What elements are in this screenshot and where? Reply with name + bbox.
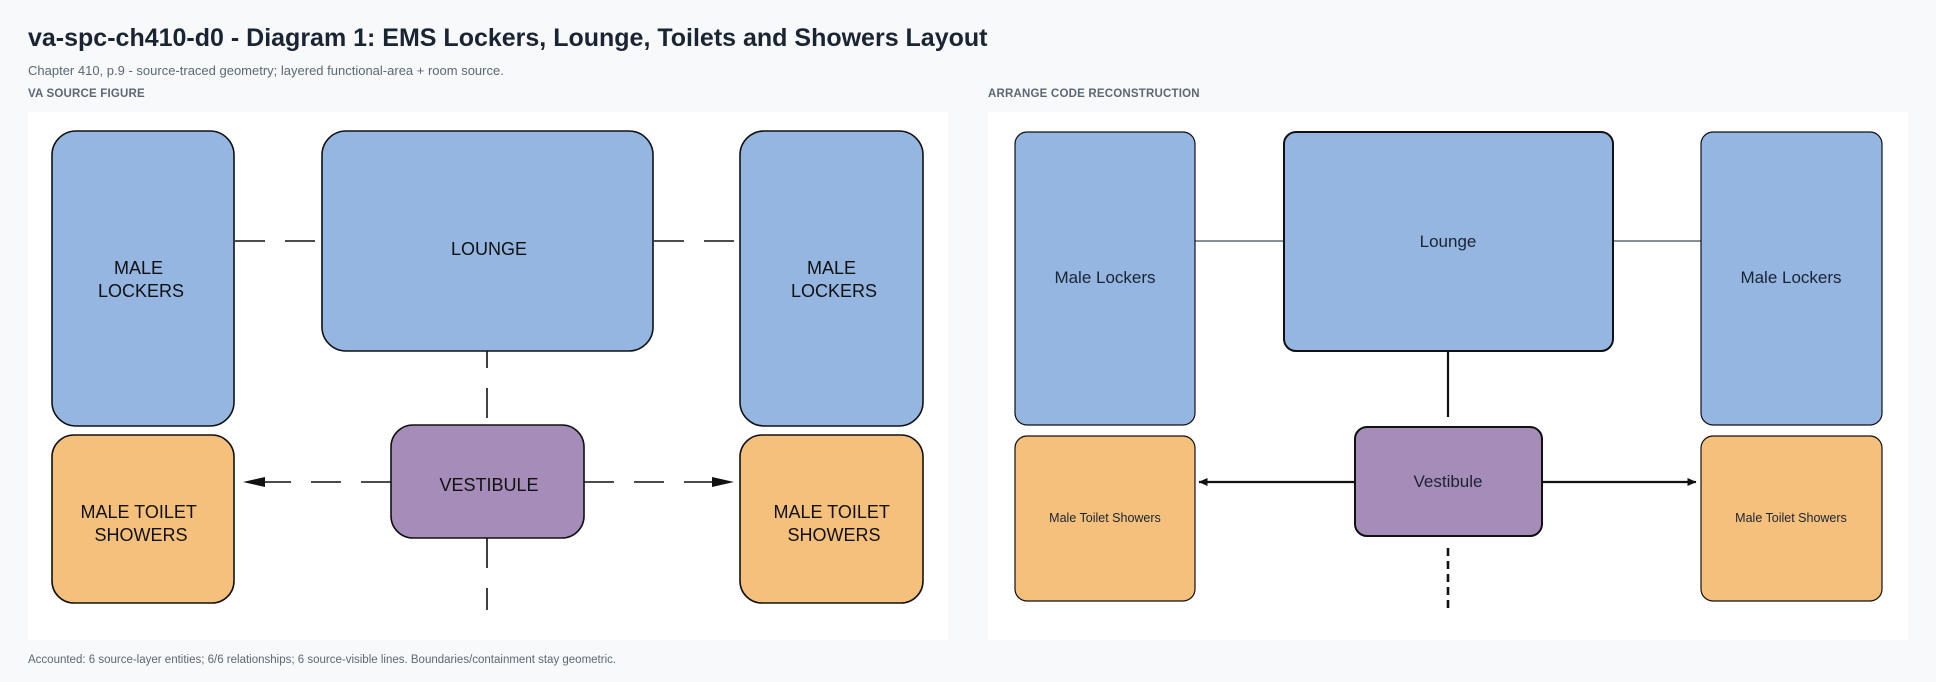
recon-label-toilet-left: Male Toilet Showers [1049, 511, 1161, 525]
recon-room-male-toilet-left [1014, 435, 1196, 602]
reconstruction-panel: Male Lockers Lounge Male Lockers Male To… [988, 112, 1908, 640]
source-label-toilet-left: MALE TOILET SHOWERS [80, 502, 201, 545]
recon-room-lounge [1283, 131, 1614, 352]
source-figure-svg: MALE LOCKERS LOUNGE MALE LOCKERS MALE TO… [51, 130, 924, 610]
recon-label-lockers-left: Male Lockers [1054, 268, 1155, 287]
source-label-lounge: LOUNGE [451, 239, 527, 259]
source-figure-panel: MALE LOCKERS LOUNGE MALE LOCKERS MALE TO… [28, 112, 948, 640]
source-room-male-lockers-right [739, 130, 924, 427]
reconstruction-svg: Male Lockers Lounge Male Lockers Male To… [1014, 131, 1883, 612]
page-title: va-spc-ch410-d0 - Diagram 1: EMS Lockers… [28, 24, 988, 52]
source-label-lockers-right: MALE LOCKERS [791, 258, 877, 301]
page-subtitle: Chapter 410, p.9 - source-traced geometr… [28, 63, 504, 78]
source-room-vestibule [390, 424, 585, 539]
source-label-vestibule: VESTIBULE [439, 475, 538, 495]
reconstruction-panel-label: ARRANGE CODE RECONSTRUCTION [988, 88, 1200, 100]
source-room-male-lockers-left [51, 130, 235, 427]
source-room-male-toilet-left [51, 434, 235, 604]
recon-label-toilet-right: Male Toilet Showers [1735, 511, 1847, 525]
source-panel-label: VA SOURCE FIGURE [28, 88, 145, 100]
recon-label-vestibule: Vestibule [1414, 472, 1483, 491]
source-label-lockers-left: MALE LOCKERS [98, 258, 184, 301]
recon-room-vestibule [1354, 426, 1543, 537]
recon-label-lockers-right: Male Lockers [1740, 268, 1841, 287]
source-room-lounge [321, 130, 654, 352]
recon-label-lounge: Lounge [1420, 232, 1477, 251]
footer-note: Accounted: 6 source-layer entities; 6/6 … [28, 654, 617, 666]
source-room-male-toilet-right [739, 434, 924, 604]
recon-room-male-lockers-right [1700, 131, 1883, 426]
recon-room-male-lockers-left [1014, 131, 1196, 426]
source-label-toilet-right: MALE TOILET SHOWERS [773, 502, 894, 545]
recon-room-male-toilet-right [1700, 435, 1883, 602]
